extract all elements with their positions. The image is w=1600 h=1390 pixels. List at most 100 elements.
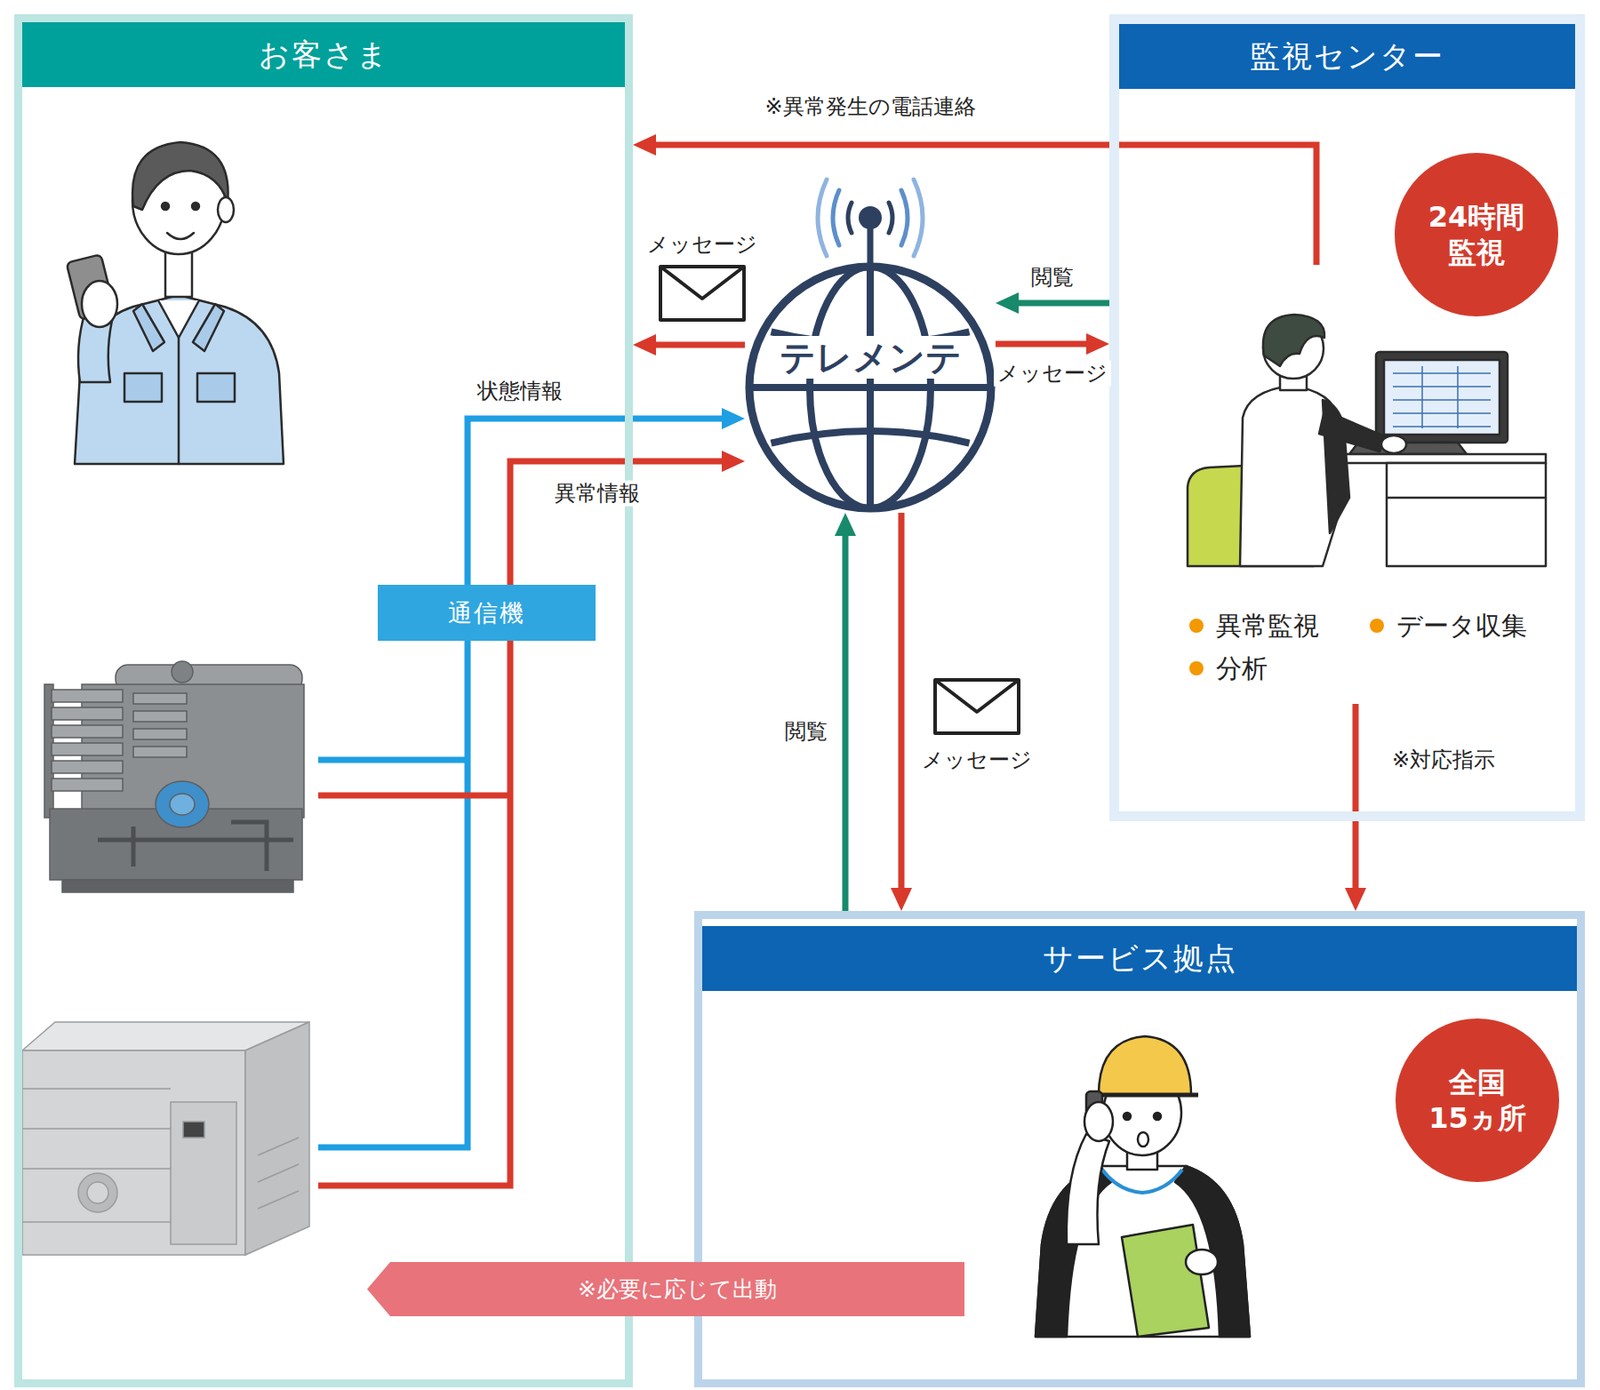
customer-illustration	[217, 197, 234, 223]
phone-call-line	[1109, 144, 1317, 265]
hours-badge-outline	[1394, 152, 1559, 317]
connector-arrow	[995, 341, 1087, 348]
telemaintenance-globe-outline	[744, 262, 996, 513]
edge-label-holder: ※異常発生の電話連絡	[760, 94, 979, 120]
monitoring-operator-illustration	[1392, 412, 1491, 415]
badge-circle	[1394, 152, 1559, 317]
customer-illustration	[158, 300, 200, 338]
antenna-symbol	[901, 190, 908, 246]
antenna-symbol	[832, 190, 840, 246]
panel-heading: 監視センター	[1119, 24, 1576, 89]
service-engineer-illustration	[1102, 1169, 1183, 1193]
edge-label-holder: 状態情報	[473, 378, 567, 405]
edge-label: 閲覧	[781, 719, 832, 745]
envelope-icon	[935, 680, 1019, 734]
service-engineer-illustration	[1035, 1036, 1250, 1337]
absorption-chiller-illustration	[51, 725, 123, 738]
communication-unit-box: 通信機	[377, 584, 596, 641]
globe-symbol	[749, 266, 992, 509]
monitoring-operator-illustration	[1386, 496, 1546, 500]
cogeneration-unit-illustration	[22, 1128, 171, 1130]
monitoring-operator-illustration	[1392, 366, 1491, 429]
customer-illustration	[133, 304, 165, 352]
instruction-line	[1352, 704, 1360, 822]
edge-label: 状態情報	[473, 378, 567, 405]
service-engineer-illustration	[1137, 1132, 1149, 1147]
monitoring-operator-illustration	[1392, 399, 1491, 401]
monitoring-operator-illustration	[1386, 463, 1546, 567]
customer-illustration	[197, 373, 235, 402]
absorption-chiller-illustration	[51, 743, 123, 756]
connector-arrow	[656, 142, 1110, 149]
absorption-chiller-illustration	[133, 711, 187, 722]
telemaintenance-globe: テレメンテ	[744, 262, 996, 513]
service-engineer-illustration	[1098, 1036, 1192, 1096]
monitoring-operator-illustration	[1384, 360, 1500, 435]
cogeneration-unit-illustration	[257, 1137, 299, 1156]
globe-label: テレメンテ	[774, 336, 968, 379]
customer-panel: お客さま通信機	[14, 14, 633, 1388]
badge-circle	[1395, 1018, 1560, 1183]
connector-arrow	[656, 342, 745, 349]
customer-illustration	[132, 142, 228, 210]
locations-badge: 全国 15ヵ所	[1395, 1018, 1560, 1183]
edge-label-holder: 閲覧	[781, 719, 832, 745]
absorption-chiller-illustration	[155, 781, 209, 828]
antenna-symbol	[817, 179, 827, 256]
envelope-icon	[660, 266, 744, 320]
absorption-chiller-illustration	[169, 793, 195, 816]
cogeneration-unit-illustration	[257, 1164, 299, 1183]
cogeneration-unit-illustration	[87, 1182, 109, 1204]
service-engineer-illustration	[1035, 1166, 1250, 1337]
absorption-chiller-illustration	[133, 746, 187, 758]
monitoring-operator-illustration	[1392, 372, 1491, 375]
badge-text: 24時間 監視	[1414, 199, 1539, 271]
antenna-symbol	[913, 179, 923, 256]
monitoring-operator-illustration	[1392, 425, 1491, 428]
connector-arrow	[1352, 821, 1360, 888]
cogeneration-unit-illustration	[22, 1022, 310, 1256]
cogeneration-unit-illustration	[22, 1221, 171, 1224]
service-engineer-illustration	[1153, 1112, 1161, 1120]
connector-arrow	[467, 418, 722, 585]
cogeneration-unit-illustration	[22, 1088, 171, 1090]
connector-arrow	[898, 512, 905, 888]
antenna-symbol	[858, 206, 882, 230]
bullet-label: データ収集	[1396, 610, 1528, 642]
bullet-dot	[1189, 661, 1204, 676]
absorption-chiller-illustration	[133, 728, 187, 740]
edge-label-holder: 異常情報	[551, 480, 644, 507]
customer-illustration	[66, 142, 284, 464]
monitoring-operator-illustration	[1263, 314, 1325, 367]
connector-arrow	[510, 461, 722, 585]
envelope-icon	[935, 680, 1019, 712]
monitoring-operator-illustration	[1421, 366, 1424, 429]
edge-label: 閲覧	[1027, 264, 1078, 291]
customer-illustration	[177, 337, 181, 464]
service-engineer-illustration	[1121, 1224, 1209, 1337]
connector-arrow	[1018, 300, 1110, 307]
panel-heading: サービス拠点	[702, 926, 1577, 992]
monitoring-center-panel: 監視センター 24時間 監視	[1109, 14, 1585, 822]
edge-label-holder: 閲覧	[1027, 264, 1078, 291]
globe-line	[749, 384, 992, 392]
envelope-icon	[660, 266, 744, 299]
edge-label-holder: メッセージ	[643, 232, 761, 258]
arrow-label: ※必要に応じて出動	[577, 1274, 777, 1304]
monitoring-operator-illustration	[1381, 435, 1407, 454]
cogeneration-unit-illustration	[22, 1168, 171, 1170]
envelope-icon	[660, 266, 744, 320]
edge-label: メッセージ	[643, 232, 761, 258]
bullet-label: 分析	[1216, 653, 1268, 685]
bullet-label-holder: データ収集	[1396, 610, 1528, 642]
alarm-wire	[318, 640, 511, 1186]
cogeneration-unit-illustration	[78, 1173, 118, 1213]
globe-line	[770, 431, 969, 444]
absorption-chiller-illustration	[171, 661, 193, 683]
absorption-chiller-illustration	[62, 880, 294, 893]
customer-illustration	[81, 280, 118, 328]
cogeneration-unit-illustration	[183, 1121, 205, 1138]
edge-label-holder: ※対応指示	[1388, 747, 1499, 774]
